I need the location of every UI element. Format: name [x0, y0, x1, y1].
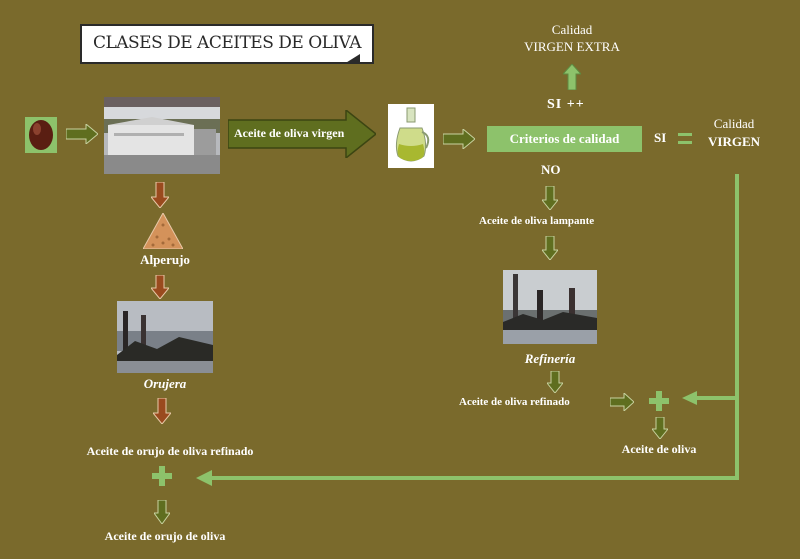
refined-pomace-oil-label: Aceite de orujo de oliva refinado	[86, 444, 254, 458]
virgin-label: VIRGEN	[707, 134, 761, 149]
alperujo-label: Alperujo	[140, 252, 190, 267]
refinery-photo	[503, 270, 597, 344]
arrow-down-plus-right	[652, 417, 668, 439]
quality-top-label: Calidad	[551, 22, 593, 37]
refined-oil-label: Aceite de oliva refinado	[459, 396, 570, 408]
arrow-down-plus-left	[154, 500, 170, 524]
olive-oil-label: Aceite de oliva	[621, 442, 697, 456]
virgin-oil-arrow	[228, 110, 376, 158]
quality-criteria-box: Criterios de calidad	[487, 126, 642, 152]
arrow-up-extra	[563, 64, 581, 90]
arrow-down-orujera	[153, 398, 171, 424]
title-banner: CLASES DE ACEITES DE OLIVA	[80, 24, 374, 64]
quality-criteria-label: Criterios de calidad	[509, 131, 620, 146]
arrow-down-lampante	[542, 236, 558, 260]
plus-sign-right	[649, 391, 669, 411]
alperujo-pile-icon	[143, 213, 183, 249]
oil-jar-photo	[388, 104, 434, 168]
olive-icon	[25, 117, 57, 153]
banner-fold-decoration	[344, 54, 360, 64]
lampante-label: Aceite de oliva lampante	[479, 215, 595, 227]
no-label: NO	[541, 162, 561, 177]
virgin-oil-label: Aceite de oliva virgen	[234, 126, 345, 140]
arrow-olive-to-mill	[66, 124, 98, 144]
quality-right-label: Calidad	[713, 116, 755, 131]
orujera-label: Orujera	[143, 376, 187, 391]
arrow-down-refinery	[547, 371, 563, 393]
si-equal-label: SI	[654, 130, 667, 145]
virgin-extra-label: VIRGEN EXTRA	[524, 39, 620, 54]
equals-sign	[678, 130, 692, 146]
plus-sign-left	[152, 466, 172, 486]
arrow-down-mill	[151, 182, 169, 208]
arrow-refined-to-plus	[610, 393, 634, 411]
oil-mill-photo	[104, 97, 220, 174]
arrow-jar-to-criteria	[443, 129, 475, 149]
si-plus-label: SI ++	[547, 97, 585, 112]
refinery-label: Refinería	[524, 351, 576, 366]
pomace-olive-oil-label: Aceite de orujo de oliva	[104, 529, 226, 543]
arrow-down-alperujo	[151, 275, 169, 299]
diagram-title: CLASES DE ACEITES DE OLIVA	[92, 33, 362, 53]
orujera-photo	[117, 301, 213, 373]
arrow-down-no	[542, 186, 558, 210]
